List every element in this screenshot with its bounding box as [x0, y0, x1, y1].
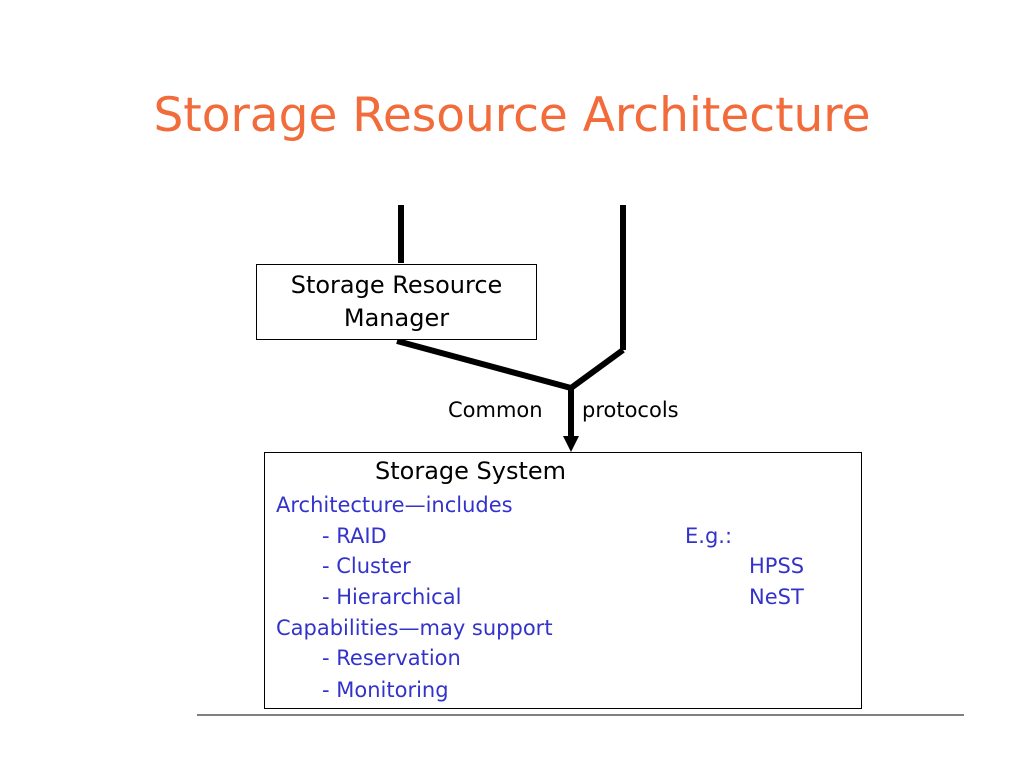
slide-title: Storage Resource Architecture — [153, 88, 871, 143]
srm-label-line1: Storage Resource — [290, 271, 503, 299]
srm-to-junction-line — [396, 338, 572, 391]
capabilities-item-monitoring: - Monitoring — [322, 678, 449, 702]
examples-heading: E.g.: — [685, 524, 733, 548]
example-hpss: HPSS — [749, 554, 805, 578]
protocols-label: protocols — [582, 398, 679, 422]
common-label: Common — [448, 398, 543, 422]
capabilities-heading: Capabilities—may support — [276, 616, 553, 640]
architecture-item-raid: - RAID — [322, 524, 387, 548]
right-to-junction-line — [569, 347, 625, 391]
srm-label-line2: Manager — [343, 304, 450, 332]
footer-divider — [197, 714, 964, 716]
capabilities-item-reservation: - Reservation — [322, 646, 461, 670]
architecture-item-hierarchical: - Hierarchical — [322, 585, 462, 609]
architecture-heading: Architecture—includes — [276, 493, 513, 517]
arrowhead-icon — [563, 436, 579, 452]
storage-system-title: Storage System — [375, 457, 567, 485]
example-nest: NeST — [749, 585, 804, 609]
architecture-item-cluster: - Cluster — [322, 554, 411, 578]
storage-system-box: Storage System Architecture—includes - R… — [264, 452, 862, 709]
storage-resource-manager-box: Storage Resource Manager — [256, 264, 537, 340]
